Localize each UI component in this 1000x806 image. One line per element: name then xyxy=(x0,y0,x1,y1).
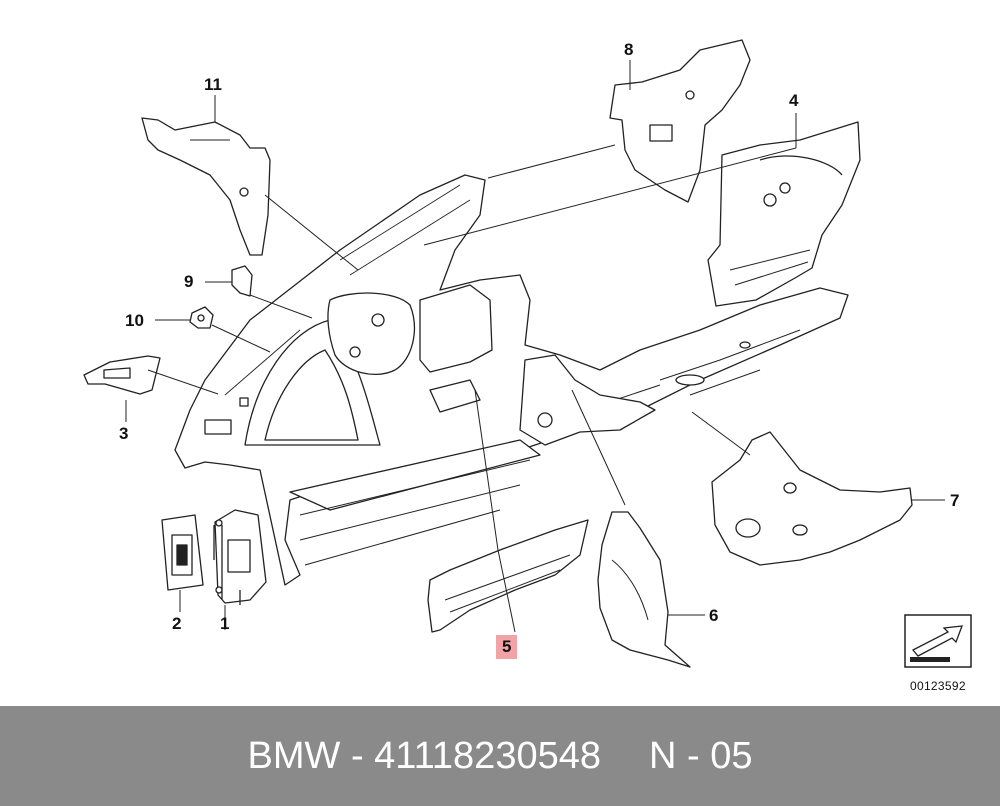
footer-diagram-code: N - 05 xyxy=(648,734,753,777)
part-6-wheelhouse xyxy=(597,511,691,668)
front-body-frame xyxy=(174,174,849,586)
callout-7: 7 xyxy=(950,491,960,510)
diagram-reference-number: 00123592 xyxy=(910,679,966,693)
callout-10: 10 xyxy=(125,311,144,330)
part-8-strut-panel xyxy=(609,39,751,203)
callout-2: 2 xyxy=(172,614,182,633)
callout-11: 11 xyxy=(204,75,222,94)
leader-lines xyxy=(125,60,945,633)
part-5-rail-section xyxy=(427,519,589,633)
orientation-arrow-icon xyxy=(904,614,972,668)
footer-bar: BMW - 41118230548 N - 05 xyxy=(0,706,1000,806)
callout-6: 6 xyxy=(709,606,719,625)
part-2-plate xyxy=(161,514,204,591)
callout-8: 8 xyxy=(624,40,634,59)
part-7-rear-rail xyxy=(711,431,913,566)
callout-9: 9 xyxy=(184,272,194,291)
part-11-pillar-panel xyxy=(141,117,271,256)
footer-part-number: BMW - 41118230548 xyxy=(247,734,601,777)
callout-5-highlighted: 5 xyxy=(496,635,518,659)
part-4-wheelhouse-panel xyxy=(707,121,861,307)
parts-diagram xyxy=(83,39,972,668)
part-9-clip xyxy=(231,265,253,297)
callout-1: 1 xyxy=(220,614,230,633)
part-10-clip xyxy=(189,306,214,329)
part-3-bracket xyxy=(83,355,161,395)
callout-4: 4 xyxy=(789,91,799,110)
part-1-bracket xyxy=(213,509,267,605)
callout-3: 3 xyxy=(119,424,129,443)
